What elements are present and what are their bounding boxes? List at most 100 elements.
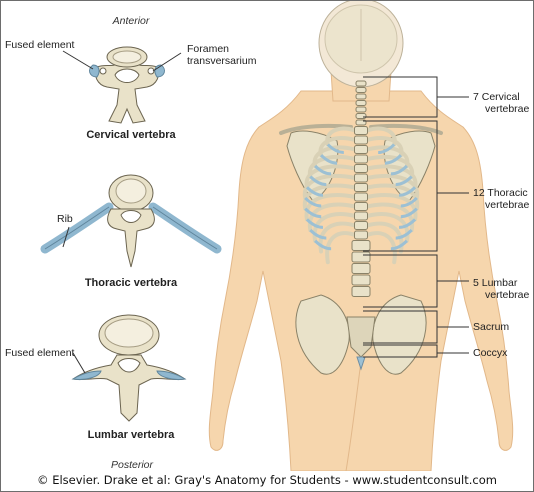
pelvis (295, 294, 427, 375)
costal-cartilage (305, 186, 324, 197)
vertebra (355, 113, 367, 119)
thoracic-arch (107, 208, 155, 268)
rib (365, 183, 420, 211)
rib (302, 183, 357, 211)
region-brackets (363, 76, 469, 358)
leader-rib (62, 226, 70, 248)
vertebra (351, 286, 371, 297)
gluteal-line (345, 360, 362, 471)
label-posterior: Posterior (110, 459, 153, 471)
lumbar-foramen (117, 358, 141, 373)
costal-cartilage (378, 143, 396, 154)
costal-cartilage (395, 175, 413, 187)
rib (365, 202, 415, 233)
rib (307, 202, 357, 233)
rib (302, 174, 357, 200)
label-coccyx: Coccyx (473, 347, 508, 359)
costal-cartilage (398, 218, 417, 229)
label-rib: Rib (57, 213, 73, 225)
copyright-notice: © Elsevier. Drake et al: Gray's Anatomy … (37, 473, 497, 487)
thoracic-body-surface (115, 178, 147, 204)
vertebra (355, 80, 367, 87)
costal-cartilage (390, 239, 408, 251)
costal-cartilage (400, 207, 418, 219)
costal-cartilage (314, 239, 332, 251)
vertebra (354, 230, 368, 240)
sacrum-bone (346, 316, 376, 358)
vertebra (354, 135, 368, 145)
vertebra (354, 126, 368, 135)
rib (325, 231, 357, 265)
label-cervical-count: 7 Cervical (473, 91, 520, 103)
caption-thoracic: Thoracic vertebra (84, 277, 178, 289)
left-ilium (295, 294, 350, 375)
vertebra (355, 93, 367, 100)
leader-foramen (152, 52, 182, 72)
costal-cartilage (395, 229, 413, 240)
lumbar-vertebra-drawing (71, 314, 187, 422)
vertebra (355, 106, 367, 113)
label-thoracic-vertebrae: vertebrae (485, 199, 530, 211)
vertebra (354, 164, 368, 173)
label-sacrum: Sacrum (473, 321, 510, 333)
label-lumbar-count: 5 Lumbar (473, 277, 518, 289)
label-lumbar-vertebrae: vertebrae (485, 289, 530, 301)
costal-cartilages (304, 143, 418, 251)
costal-cartilage (400, 196, 418, 208)
lumbar-fused-left (71, 370, 102, 380)
vertebra (354, 173, 368, 183)
coccyx-bone (356, 356, 366, 371)
costal-cartilage (314, 164, 332, 176)
leader-fused-cervical (62, 50, 94, 70)
thoracic-vertebra-drawing (40, 174, 222, 268)
cervical-body-surface (112, 50, 142, 64)
vertebra (354, 211, 368, 221)
vertebra (354, 145, 368, 154)
costal-cartilage (304, 196, 322, 208)
right-ilium (372, 294, 427, 375)
rib (365, 174, 420, 200)
costal-cartilage (309, 175, 327, 187)
leader-fused-lumbar (72, 352, 86, 374)
vertebra (354, 192, 368, 202)
costal-cartilage (326, 143, 344, 154)
vertebra (354, 202, 368, 211)
vertebra (351, 251, 371, 263)
label-foramen-2: transversarium (187, 55, 257, 67)
anatomy-illustration (40, 1, 514, 471)
foramen-transversarium-left (99, 67, 107, 75)
caption-cervical: Cervical vertebra (86, 129, 176, 141)
fused-element-left (89, 64, 100, 78)
bracket-thoracic (363, 120, 438, 252)
rib-left-edge (44, 206, 110, 250)
thoracic-foramen (120, 210, 142, 223)
lumbar-body-surface (104, 318, 154, 348)
costal-cartilage (384, 154, 403, 165)
caption-lumbar: Lumbar vertebra (87, 429, 175, 441)
cervical-vertebra-drawing (89, 46, 165, 124)
vertebra (354, 154, 368, 164)
vertebra (351, 263, 371, 274)
vertebral-foramen (114, 68, 140, 83)
label-anterior: Anterior (112, 15, 150, 27)
label-fused-element-lumbar: Fused element (5, 347, 75, 359)
vertebra (351, 274, 371, 286)
vertebra (355, 87, 367, 93)
costal-cartilage (390, 164, 408, 176)
vertebra (354, 183, 368, 192)
costal-cartilage (398, 186, 417, 197)
costal-cartilage (304, 207, 322, 219)
vertebral-column (351, 80, 371, 297)
rib-right-edge (152, 206, 218, 250)
costal-cartilage (309, 229, 327, 240)
vertebra (354, 221, 368, 230)
costal-cartilage (305, 218, 324, 229)
rib (365, 231, 397, 265)
label-cervical-vertebrae: vertebrae (485, 103, 530, 115)
costal-cartilage (319, 154, 338, 165)
bracket-coccyx (363, 344, 438, 358)
label-foramen-1: Foramen (187, 43, 230, 55)
label-thoracic-count: 12 Thoracic (473, 187, 528, 199)
label-fused-element-cervical: Fused element (5, 39, 75, 51)
